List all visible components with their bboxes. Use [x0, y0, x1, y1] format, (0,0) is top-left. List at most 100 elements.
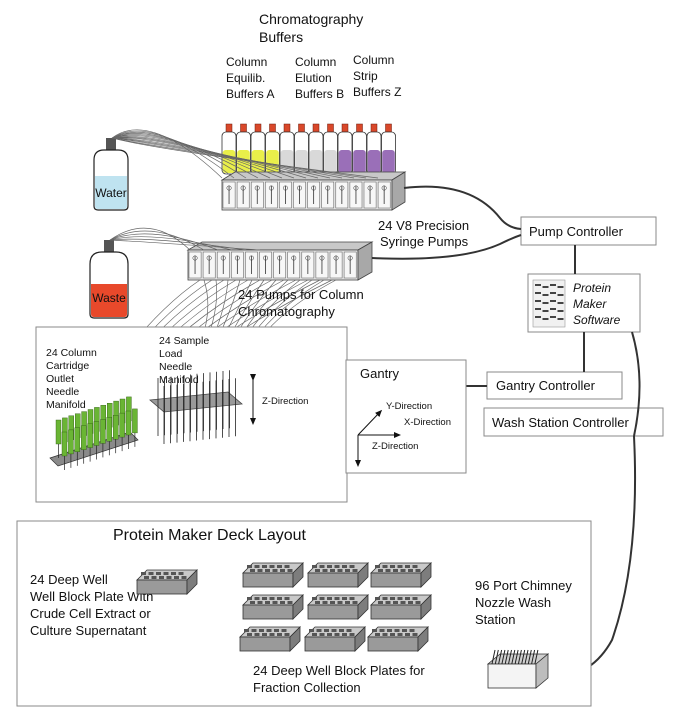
buffer-bottle-cap [283, 123, 291, 133]
plate-well [375, 633, 380, 636]
plate-well [280, 569, 285, 572]
plate-well [415, 601, 421, 604]
plate-well [247, 633, 252, 636]
plate-side [307, 572, 359, 588]
wash-nozzle [504, 649, 509, 665]
plate-well [412, 565, 418, 568]
plate-side [239, 636, 291, 652]
plate-well [337, 601, 343, 604]
outlet-manifold-line: Manifold [46, 399, 86, 411]
sample-plate-line: Culture Supernatant [30, 623, 147, 638]
cable-column-pump-to-pump-controller [371, 234, 522, 260]
sample-needle-manifold [149, 370, 243, 444]
outlet-manifold-line: Cartridge [46, 360, 89, 372]
pump-valve [240, 185, 246, 191]
buffer-z-label: Column Strip Buffers Z [353, 53, 401, 99]
plate-well [382, 565, 388, 568]
tube-waste [109, 227, 191, 251]
plate-well [312, 633, 317, 636]
syringe-pump-label-line2: Syringe Pumps [380, 234, 469, 249]
plate-well [159, 576, 164, 579]
plate-well [382, 597, 388, 600]
plate-well [148, 572, 154, 575]
buffer-fill [367, 150, 381, 173]
gantry-controller-box [486, 371, 623, 400]
gel-band [550, 292, 556, 294]
wash-nozzle [531, 649, 536, 665]
pump-valve [277, 255, 283, 261]
plate-well [257, 569, 263, 572]
pump-valve [283, 185, 288, 191]
column-pump-label-line1: 24 Pumps for Column [238, 287, 364, 302]
plate-well [378, 601, 383, 604]
deep-well-plates [136, 562, 432, 652]
plate-well [247, 597, 252, 600]
column-cartridge [74, 427, 81, 452]
column-cartridge [80, 425, 87, 450]
column-cartridge [93, 421, 100, 446]
plate-well [352, 569, 358, 572]
plate-side [242, 572, 294, 588]
column-cartridge [87, 423, 93, 448]
z-direction-label: Z-Direction [262, 396, 308, 407]
buffer-z-line: Buffers Z [353, 85, 401, 99]
buffer-bottle-cap [327, 123, 334, 133]
waste-bottle: Waste [89, 240, 129, 319]
wash-nozzle [511, 649, 516, 665]
plate-well [315, 601, 320, 604]
pump-valve [268, 185, 274, 191]
pump-controller-box [520, 216, 657, 246]
plate-well [280, 601, 285, 604]
plate-well [265, 569, 270, 572]
buffer-fill [324, 150, 337, 173]
pump-valve [226, 185, 232, 191]
software-label-line: Software [573, 313, 621, 327]
plate-end [357, 562, 369, 588]
y-direction-label: Y-Direction [386, 401, 432, 412]
plate-side [370, 604, 422, 620]
wash-nozzle [491, 649, 496, 665]
buffer-fill [295, 150, 308, 173]
plate-well [269, 597, 275, 600]
column-cartridge [61, 431, 68, 457]
column-cartridge [55, 419, 62, 445]
pump-valve [249, 255, 254, 261]
column-pump-block [186, 241, 374, 281]
wash-nozzle [494, 649, 499, 665]
syringe-pump-label-line1: 24 V8 Precision [378, 218, 469, 233]
column-cartridge [106, 417, 113, 442]
buffer-a-line: Buffers A [226, 87, 274, 101]
pump-controller-label: Pump Controller [529, 224, 624, 239]
sample-manifold-line: Load [159, 348, 183, 360]
column-cartridge-manifold [49, 396, 139, 470]
gantry-panel [345, 359, 467, 474]
plate-well [281, 629, 287, 632]
plate-well [322, 569, 328, 572]
pump-valve [291, 255, 297, 261]
plate-end [354, 626, 366, 652]
plate-well [375, 597, 380, 600]
outlet-manifold-line: 24 Column [46, 347, 97, 359]
plate-end [417, 626, 429, 652]
plate-well [166, 576, 172, 579]
plate-well [331, 629, 337, 632]
plate-well [349, 565, 355, 568]
syringe-pump-block [220, 171, 407, 211]
plate-well [408, 601, 413, 604]
wash-nozzle [521, 649, 526, 665]
gel-band [542, 286, 549, 288]
plate-side [242, 604, 294, 620]
plate-well [315, 569, 320, 572]
pump-valve [220, 255, 226, 261]
tube-water [112, 137, 343, 179]
plate-well [327, 565, 332, 568]
buffer-bottle-cap [341, 123, 349, 133]
gel-band [535, 284, 541, 286]
gantry-title: Gantry [360, 366, 400, 381]
buffer-b-line: Elution [295, 71, 332, 85]
plate-well [405, 565, 410, 568]
gel-band [557, 302, 564, 304]
pump-valve [333, 255, 339, 261]
plate-well [284, 565, 290, 568]
